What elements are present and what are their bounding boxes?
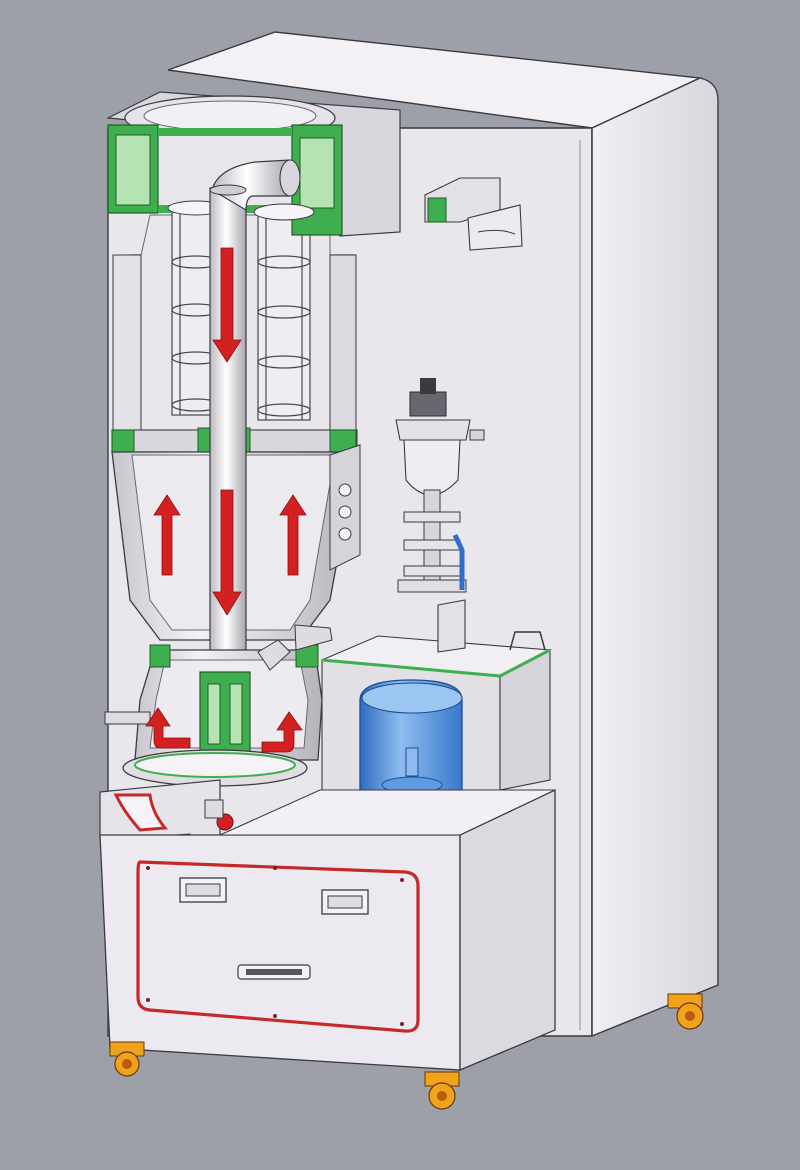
base-control-panel bbox=[99, 788, 556, 1071]
caster-front-left bbox=[109, 1041, 145, 1077]
flow-arrow-pipe-top bbox=[212, 247, 242, 363]
flow-arrow-left-up bbox=[153, 494, 181, 576]
mixing-chamber bbox=[104, 624, 333, 787]
central-pipe bbox=[209, 159, 301, 681]
flow-arrow-pipe-bottom bbox=[212, 489, 242, 616]
flow-arrows bbox=[145, 247, 307, 753]
flow-arrow-chamber-right bbox=[261, 711, 303, 753]
water-tank bbox=[359, 679, 463, 809]
caster-front-right bbox=[424, 1071, 460, 1110]
filter-cage-right bbox=[257, 204, 311, 421]
casters bbox=[109, 993, 704, 1110]
flow-arrow-chamber-left bbox=[145, 707, 191, 749]
pneumatic-fitting bbox=[424, 177, 523, 251]
air-filter-regulator bbox=[395, 378, 485, 653]
caster-rear-right bbox=[667, 993, 704, 1030]
flow-arrow-right-up bbox=[279, 494, 307, 576]
